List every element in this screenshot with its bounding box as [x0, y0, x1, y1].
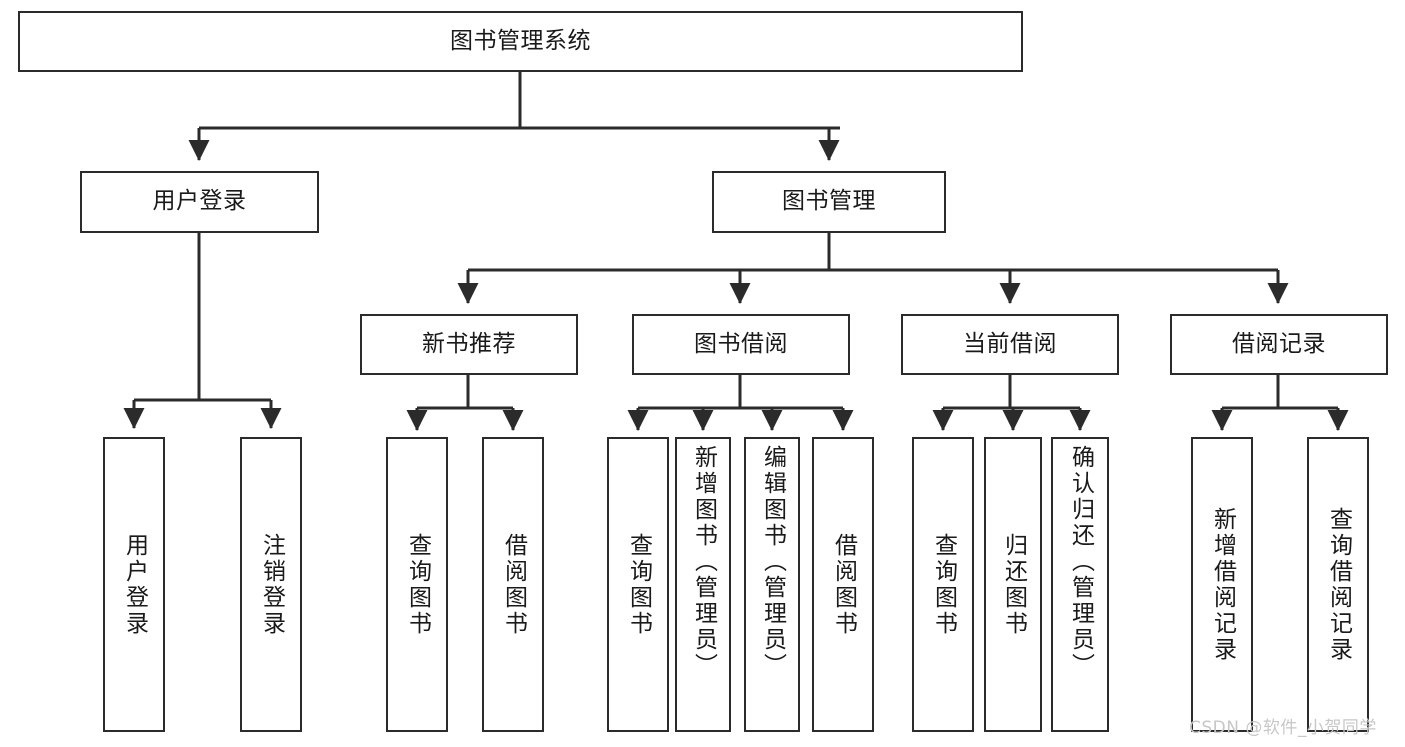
node-new-book-recommend[interactable]: 新书推荐	[360, 314, 578, 375]
node-leaf-logout-login[interactable]: 注销登录	[240, 437, 302, 732]
node-label: 归还图书	[1000, 532, 1027, 637]
node-leaf-borrow-book-2[interactable]: 借阅图书	[812, 437, 874, 732]
node-current-borrow[interactable]: 当前借阅	[901, 314, 1119, 375]
node-label: 新增图书（管理员）	[690, 445, 717, 679]
node-label: 图书借阅	[694, 330, 788, 357]
node-book-management-system[interactable]: 图书管理系统	[18, 11, 1023, 72]
node-leaf-user-login[interactable]: 用户登录	[103, 437, 165, 732]
node-borrow-record[interactable]: 借阅记录	[1170, 314, 1388, 375]
node-label: 用户登录	[121, 532, 148, 637]
node-label: 新书推荐	[422, 330, 516, 357]
node-leaf-query-book-1[interactable]: 查询图书	[386, 437, 448, 732]
node-leaf-query-book-3[interactable]: 查询图书	[912, 437, 974, 732]
node-label: 注销登录	[258, 532, 285, 637]
node-label: 编辑图书（管理员）	[759, 445, 786, 679]
node-label: 当前借阅	[963, 330, 1057, 357]
node-label: 查询借阅记录	[1325, 506, 1352, 663]
node-label: 查询图书	[930, 532, 957, 637]
node-leaf-query-book-2[interactable]: 查询图书	[607, 437, 669, 732]
node-label: 借阅记录	[1232, 330, 1326, 357]
node-leaf-edit-book[interactable]: 编辑图书（管理员）	[744, 437, 800, 732]
node-book-management[interactable]: 图书管理	[712, 171, 946, 233]
node-label: 查询图书	[404, 532, 431, 637]
node-label: 借阅图书	[500, 532, 527, 637]
node-label: 新增借阅记录	[1209, 506, 1236, 663]
node-leaf-return-book[interactable]: 归还图书	[984, 437, 1042, 732]
node-label: 图书管理	[782, 188, 876, 215]
node-leaf-query-record[interactable]: 查询借阅记录	[1307, 437, 1369, 732]
node-label: 查询图书	[625, 532, 652, 637]
node-leaf-add-record[interactable]: 新增借阅记录	[1191, 437, 1253, 732]
node-label: 借阅图书	[830, 532, 857, 637]
node-label: 确认归还（管理员）	[1067, 445, 1094, 679]
node-user-login[interactable]: 用户登录	[80, 171, 319, 233]
node-book-borrow[interactable]: 图书借阅	[632, 314, 850, 375]
node-label: 用户登录	[152, 188, 247, 215]
node-leaf-add-book[interactable]: 新增图书（管理员）	[675, 437, 731, 732]
node-label: 图书管理系统	[450, 27, 591, 54]
node-leaf-confirm-return[interactable]: 确认归还（管理员）	[1051, 437, 1109, 732]
node-leaf-borrow-book-1[interactable]: 借阅图书	[482, 437, 544, 732]
